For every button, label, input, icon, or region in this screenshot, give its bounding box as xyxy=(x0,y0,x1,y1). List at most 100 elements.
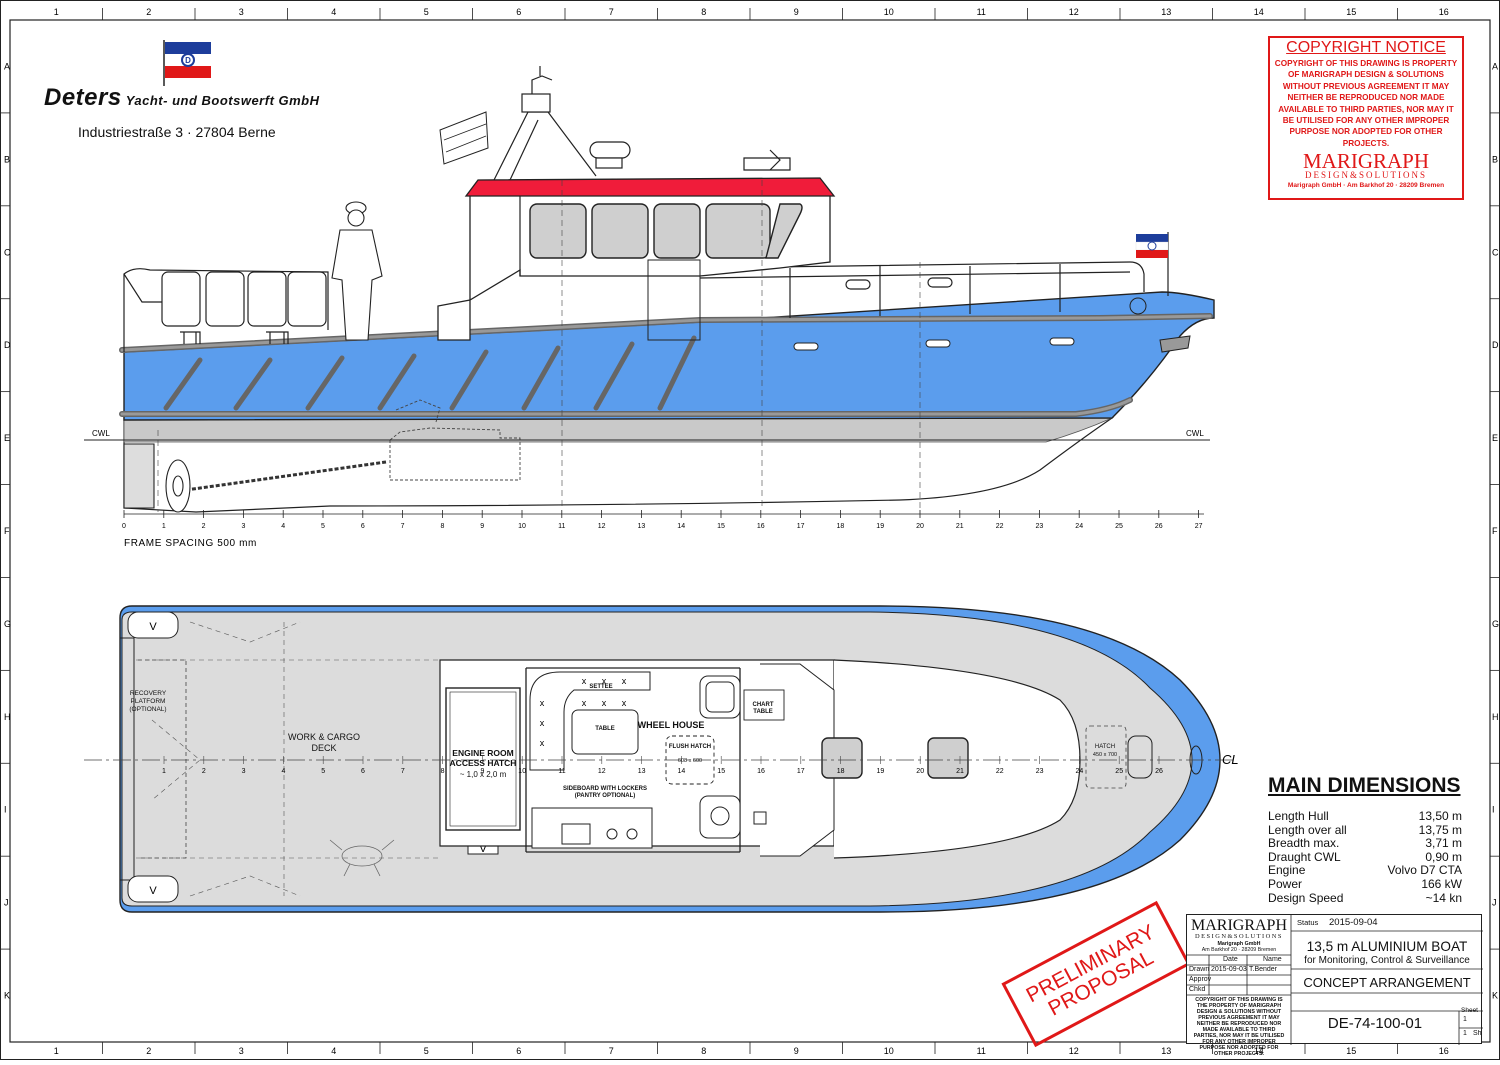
mast-flag xyxy=(439,111,489,165)
row-label-left: J xyxy=(4,898,9,908)
column-label-top: 8 xyxy=(701,7,706,17)
plan-frame-number: 24 xyxy=(1076,768,1084,775)
engine-outline xyxy=(389,399,521,481)
frame-number: 15 xyxy=(717,523,725,530)
plan-frame-number: 22 xyxy=(996,768,1004,775)
plan-frame-number: 13 xyxy=(638,768,646,775)
row-label-left: B xyxy=(4,154,10,164)
row-label-left: K xyxy=(4,991,10,1001)
chart-table-label: CHART TABLE xyxy=(752,702,774,715)
frame-number: 9 xyxy=(480,523,484,530)
settee xyxy=(529,671,651,771)
column-label-top: 6 xyxy=(516,7,521,17)
hatch-size: 450 x 700 xyxy=(1092,752,1118,758)
plan-frame-number: 26 xyxy=(1155,768,1163,775)
work-deck-label: WORK & CARGO DECK xyxy=(287,732,360,753)
sideboard-label: SIDEBOARD WITH LOCKERS (PANTRY OPTIONAL) xyxy=(563,786,647,799)
mast xyxy=(493,66,791,181)
engine-hatch-label: ENGINE ROOM ACCESS HATCH xyxy=(449,748,517,768)
dimension-label: Draught CWL xyxy=(1268,849,1341,864)
wheelhouse-walls xyxy=(525,667,741,853)
row-label-right: E xyxy=(1492,433,1498,443)
row-label-right: G xyxy=(1492,619,1499,629)
row-label-right: C xyxy=(1492,247,1499,257)
svg-text:x: x xyxy=(622,698,627,708)
plan-frame-number: 25 xyxy=(1115,768,1123,775)
column-label-bottom: 3 xyxy=(239,1046,244,1056)
copyright-logo: MARIGRAPH xyxy=(1302,149,1430,174)
centerline-label: CL xyxy=(1222,752,1239,767)
plan-frame-number: 11 xyxy=(558,768,565,775)
lower-fender-inner xyxy=(120,398,1132,416)
row-label-right: A xyxy=(1492,61,1498,71)
plan-frame-number: 2 xyxy=(202,768,206,775)
column-label-top: 4 xyxy=(331,7,336,17)
frame-number: 3 xyxy=(241,523,245,530)
settee-label: SETTEE xyxy=(589,684,613,690)
wheelhouse-windows xyxy=(529,203,803,259)
dimension-row: Breadth max.3,71 m xyxy=(1268,837,1462,851)
plan-frame-number: 3 xyxy=(242,768,246,775)
plan-frame-number: 6 xyxy=(361,768,365,775)
column-label-top: 14 xyxy=(1254,7,1264,17)
frame-number: 14 xyxy=(677,523,685,530)
row-label-left: I xyxy=(4,805,7,815)
flush-hatch-size: 608 x 600 xyxy=(677,758,703,764)
tb-drawn-date: 2015-09-03 xyxy=(1211,966,1247,973)
station-lines xyxy=(157,180,921,512)
column-label-bottom: 14 xyxy=(1254,1046,1264,1056)
tb-name-header: Name xyxy=(1263,956,1282,963)
copyright-title: COPYRIGHT NOTICE xyxy=(1286,39,1446,56)
frame-number: 6 xyxy=(361,523,365,530)
builder-name-main: Deters xyxy=(44,84,122,111)
plan-frame-number: 5 xyxy=(321,768,325,775)
foredeck-hatches xyxy=(821,725,1127,789)
frame-number: 13 xyxy=(638,523,646,530)
column-label-bottom: 6 xyxy=(516,1046,521,1056)
title-block: MARIGRAPH DESIGN&SOLUTIONS Marigraph Gmb… xyxy=(1186,914,1483,1057)
tb-drawing-name: CONCEPT ARRANGEMENT xyxy=(1303,975,1471,990)
dimension-label: Length Hull xyxy=(1268,809,1329,823)
svg-text:x: x xyxy=(602,698,607,708)
tb-checked-label: Chkd xyxy=(1189,986,1206,993)
foredeck-rail xyxy=(699,261,1145,318)
dimension-row: Design Speed~14 kn xyxy=(1268,890,1462,906)
builder-flag-logo: D xyxy=(163,40,211,86)
svg-text:V: V xyxy=(479,843,487,855)
plan-frame-number: 16 xyxy=(757,768,765,775)
frame-number: 11 xyxy=(558,523,565,530)
column-labels: 1122334455667788991010111112121313141415… xyxy=(54,7,1449,1056)
copyright-notice: COPYRIGHT NOTICE COPYRIGHT OF THIS DRAWI… xyxy=(1268,36,1464,200)
frame-number: 1 xyxy=(162,523,166,530)
column-label-top: 15 xyxy=(1346,7,1356,17)
tb-drawing-number: DE-74-100-01 xyxy=(1327,1015,1423,1032)
tb-drawn-name: T.Bender xyxy=(1249,966,1278,973)
tb-sheet-of: 1 xyxy=(1463,1030,1467,1037)
tb-company-address: Am Barkhof 20 · 28209 Bremen xyxy=(1201,947,1277,953)
row-label-left: G xyxy=(4,619,11,629)
dimension-label: Engine xyxy=(1268,863,1306,878)
tb-sheet-label: Sheet xyxy=(1461,1007,1478,1014)
sideboard xyxy=(531,807,653,849)
flush-hatch xyxy=(665,735,715,785)
topside-hull xyxy=(123,291,1215,421)
row-label-right: K xyxy=(1492,991,1498,1001)
transom xyxy=(120,637,135,881)
upper-fender-inner xyxy=(120,314,1212,352)
frame-number: 4 xyxy=(281,523,285,530)
row-label-right: B xyxy=(1492,154,1498,164)
dimension-label: Design Speed xyxy=(1268,890,1344,905)
frame-number: 0 xyxy=(122,523,126,530)
wheelhouse-door xyxy=(647,259,701,341)
row-label-right: D xyxy=(1492,340,1499,350)
plan-frame-number: 15 xyxy=(717,768,725,775)
row-label-left: D xyxy=(4,340,11,350)
cwl-label-aft: CWL xyxy=(92,429,110,438)
frame-number: 7 xyxy=(401,523,405,530)
